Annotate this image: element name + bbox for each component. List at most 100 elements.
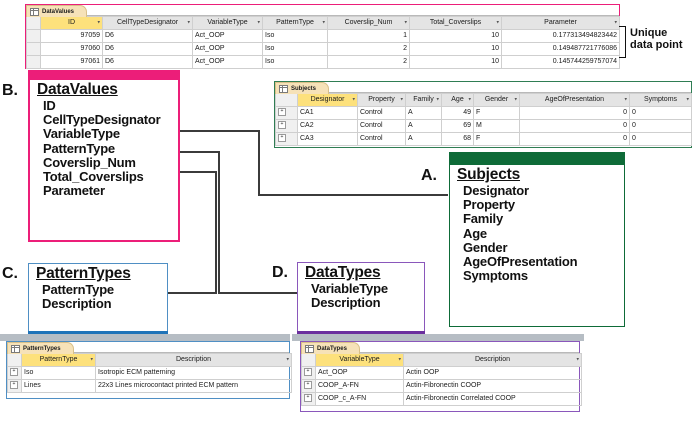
- cell-gender[interactable]: F: [473, 132, 520, 146]
- cell-description[interactable]: Isotropic ECM patterning: [95, 366, 292, 380]
- cell-description[interactable]: Actin OOP: [403, 366, 582, 380]
- chevron-down-icon[interactable]: ▾: [514, 96, 517, 103]
- cell-celltypedesignator[interactable]: D6: [102, 55, 193, 69]
- datavalues-tab[interactable]: DataValues: [26, 5, 88, 17]
- row-selector[interactable]: [26, 29, 41, 43]
- datavalues-col-total-coverslips[interactable]: Total_Coverslips▾: [409, 16, 502, 30]
- chevron-down-icon[interactable]: ▾: [468, 96, 471, 103]
- datavalues-col-id[interactable]: ID▾: [40, 16, 103, 30]
- subjects-datasheet[interactable]: Subjects Designator▾ Property▾ Family▾ A…: [274, 81, 692, 148]
- row-selector[interactable]: +: [7, 379, 22, 393]
- cell-patterntype[interactable]: Iso: [21, 366, 96, 380]
- expand-icon[interactable]: +: [304, 394, 312, 403]
- row-selector[interactable]: +: [301, 366, 316, 380]
- chevron-down-icon[interactable]: ▾: [496, 19, 499, 26]
- row-select-corner[interactable]: [26, 16, 41, 30]
- chevron-down-icon[interactable]: ▾: [614, 19, 617, 26]
- cell-celltypedesignator[interactable]: D6: [102, 29, 193, 43]
- datavalues-col-coverslip-num[interactable]: Coverslip_Num▾: [327, 16, 410, 30]
- cell-variabletype[interactable]: Act_OOP: [315, 366, 404, 380]
- expand-icon[interactable]: +: [278, 134, 286, 143]
- chevron-down-icon[interactable]: ▾: [686, 96, 689, 103]
- cell-description[interactable]: Actin-Fibronectin Correlated COOP: [403, 392, 582, 406]
- chevron-down-icon[interactable]: ▾: [400, 96, 403, 103]
- cell-symptoms[interactable]: 0: [629, 119, 692, 133]
- table-row[interactable]: + CA2 Control A 69 M 0 0: [275, 119, 692, 133]
- datatypes-datasheet[interactable]: DataTypes VariableType▾ Description▾ + A…: [300, 341, 582, 412]
- cell-variabletype[interactable]: COOP_A-FN: [315, 379, 404, 393]
- chevron-down-icon[interactable]: ▾: [436, 96, 439, 103]
- expand-icon[interactable]: +: [10, 381, 18, 390]
- cell-family[interactable]: A: [405, 119, 442, 133]
- patterntypes-col-description[interactable]: Description▾: [95, 353, 292, 367]
- table-row[interactable]: + Lines 22x3 Lines microcontact printed …: [7, 379, 292, 393]
- table-row[interactable]: + Iso Isotropic ECM patterning: [7, 366, 292, 380]
- cell-variabletype[interactable]: COOP_c_A-FN: [315, 392, 404, 406]
- cell-variabletype[interactable]: Act_OOP: [192, 55, 263, 69]
- cell-parameter[interactable]: 0.177313494823442: [501, 29, 620, 43]
- chevron-down-icon[interactable]: ▾: [286, 356, 289, 363]
- cell-patterntype[interactable]: Lines: [21, 379, 96, 393]
- table-row[interactable]: + COOP_A-FN Actin-Fibronectin COOP: [301, 379, 582, 393]
- subjects-col-symptoms[interactable]: Symptoms▾: [629, 93, 692, 107]
- cell-gender[interactable]: M: [473, 119, 520, 133]
- cell-designator[interactable]: CA3: [297, 132, 358, 146]
- subjects-table[interactable]: Designator▾ Property▾ Family▾ Age▾ Gende…: [275, 93, 692, 146]
- cell-description[interactable]: 22x3 Lines microcontact printed ECM patt…: [95, 379, 292, 393]
- row-select-corner[interactable]: [301, 353, 316, 367]
- cell-ageofpresentation[interactable]: 0: [519, 106, 630, 120]
- chevron-down-icon[interactable]: ▾: [352, 96, 355, 103]
- cell-symptoms[interactable]: 0: [629, 132, 692, 146]
- cell-symptoms[interactable]: 0: [629, 106, 692, 120]
- row-selector[interactable]: +: [275, 119, 298, 133]
- cell-age[interactable]: 49: [441, 106, 474, 120]
- cell-coverslip-num[interactable]: 2: [327, 55, 410, 69]
- datavalues-col-variabletype[interactable]: VariableType▾: [192, 16, 263, 30]
- chevron-down-icon[interactable]: ▾: [398, 356, 401, 363]
- cell-property[interactable]: Control: [357, 106, 406, 120]
- table-row[interactable]: + CA3 Control A 68 F 0 0: [275, 132, 692, 146]
- table-row[interactable]: + Act_OOP Actin OOP: [301, 366, 582, 380]
- chevron-down-icon[interactable]: ▾: [97, 19, 100, 26]
- chevron-down-icon[interactable]: ▾: [257, 19, 260, 26]
- expand-icon[interactable]: +: [278, 108, 286, 117]
- cell-patterntype[interactable]: Iso: [262, 29, 328, 43]
- chevron-down-icon[interactable]: ▾: [187, 19, 190, 26]
- row-select-corner[interactable]: [7, 353, 22, 367]
- cell-property[interactable]: Control: [357, 119, 406, 133]
- datavalues-table[interactable]: ID▾ CellTypeDesignator▾ VariableType▾ Pa…: [26, 16, 620, 69]
- cell-id[interactable]: 97059: [40, 29, 103, 43]
- cell-age[interactable]: 69: [441, 119, 474, 133]
- datatypes-tab[interactable]: DataTypes: [301, 342, 360, 354]
- patterntypes-tab[interactable]: PatternTypes: [7, 342, 74, 354]
- cell-age[interactable]: 68: [441, 132, 474, 146]
- cell-family[interactable]: A: [405, 132, 442, 146]
- cell-designator[interactable]: CA2: [297, 119, 358, 133]
- cell-total-coverslips[interactable]: 10: [409, 42, 502, 56]
- cell-id[interactable]: 97060: [40, 42, 103, 56]
- row-selector[interactable]: +: [301, 392, 316, 406]
- datatypes-col-description[interactable]: Description▾: [403, 353, 582, 367]
- subjects-tab[interactable]: Subjects: [275, 82, 330, 94]
- cell-description[interactable]: Actin-Fibronectin COOP: [403, 379, 582, 393]
- cell-parameter[interactable]: 0.145744259757074: [501, 55, 620, 69]
- row-selector[interactable]: +: [275, 106, 298, 120]
- cell-ageofpresentation[interactable]: 0: [519, 132, 630, 146]
- expand-icon[interactable]: +: [304, 381, 312, 390]
- chevron-down-icon[interactable]: ▾: [404, 19, 407, 26]
- cell-total-coverslips[interactable]: 10: [409, 29, 502, 43]
- cell-property[interactable]: Control: [357, 132, 406, 146]
- cell-family[interactable]: A: [405, 106, 442, 120]
- chevron-down-icon[interactable]: ▾: [576, 356, 579, 363]
- cell-parameter[interactable]: 0.149487721776086: [501, 42, 620, 56]
- patterntypes-datasheet[interactable]: PatternTypes PatternType▾ Description▾ +…: [6, 341, 292, 399]
- table-row[interactable]: 97061 D6 Act_OOP Iso 2 10 0.145744259757…: [26, 55, 620, 69]
- table-row[interactable]: + CA1 Control A 49 F 0 0: [275, 106, 692, 120]
- datavalues-col-patterntype[interactable]: PatternType▾: [262, 16, 328, 30]
- cell-ageofpresentation[interactable]: 0: [519, 119, 630, 133]
- cell-patterntype[interactable]: Iso: [262, 55, 328, 69]
- row-selector[interactable]: [26, 55, 41, 69]
- datatypes-table[interactable]: VariableType▾ Description▾ + Act_OOP Act…: [301, 353, 582, 406]
- chevron-down-icon[interactable]: ▾: [322, 19, 325, 26]
- subjects-col-family[interactable]: Family▾: [405, 93, 442, 107]
